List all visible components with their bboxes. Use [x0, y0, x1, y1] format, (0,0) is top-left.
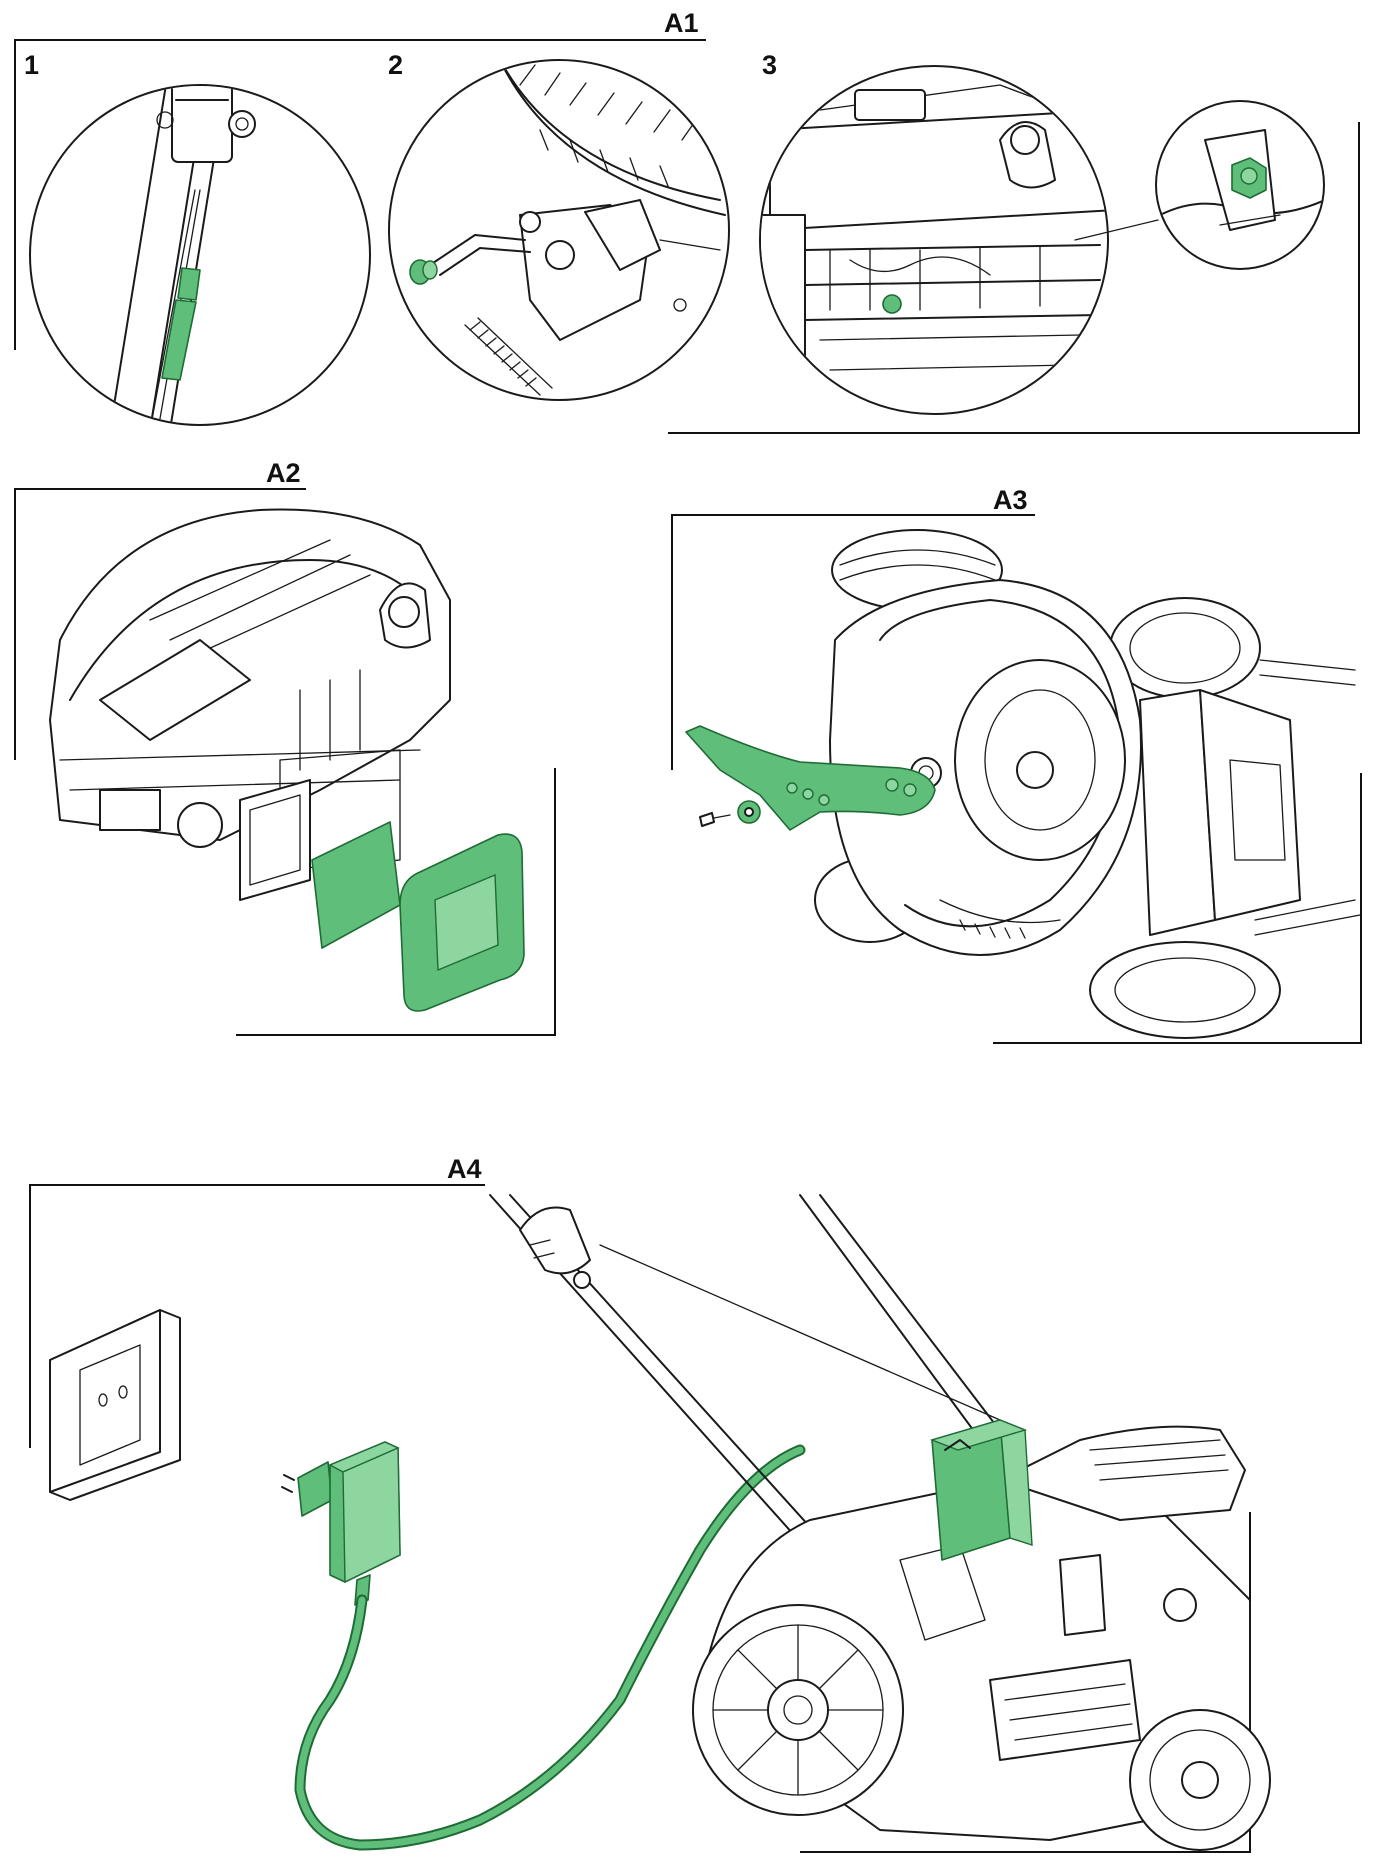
a4-mower [489, 1194, 1271, 1851]
a4-charger-highlight [281, 1441, 401, 1606]
a2-air-filter-highlight [311, 821, 525, 1012]
section-label-a2: A2 [266, 458, 301, 488]
a1-step2-detail [388, 59, 730, 401]
a1-step1-detail [29, 84, 371, 426]
a3-frame [671, 514, 1362, 1044]
section-label-a1: A1 [664, 8, 699, 38]
section-label-a4: A4 [447, 1154, 482, 1184]
a3-blade-highlight [685, 725, 936, 831]
a3-mower-underside [814, 529, 1361, 1039]
a1-step-1-number: 1 [24, 50, 40, 80]
a1-step-3-number: 3 [762, 50, 778, 80]
a1-frame [14, 39, 1360, 434]
section-label-a3: A3 [993, 485, 1028, 515]
a4-battery-highlight [929, 1418, 1033, 1561]
a2-frame [14, 488, 556, 1036]
a1-step3-detail [759, 65, 1325, 415]
a2-engine [49, 508, 451, 901]
a4-charging-cable-highlight [294, 1444, 806, 1851]
a1-step-2-number: 2 [388, 50, 404, 80]
a4-wall-socket [49, 1309, 181, 1501]
